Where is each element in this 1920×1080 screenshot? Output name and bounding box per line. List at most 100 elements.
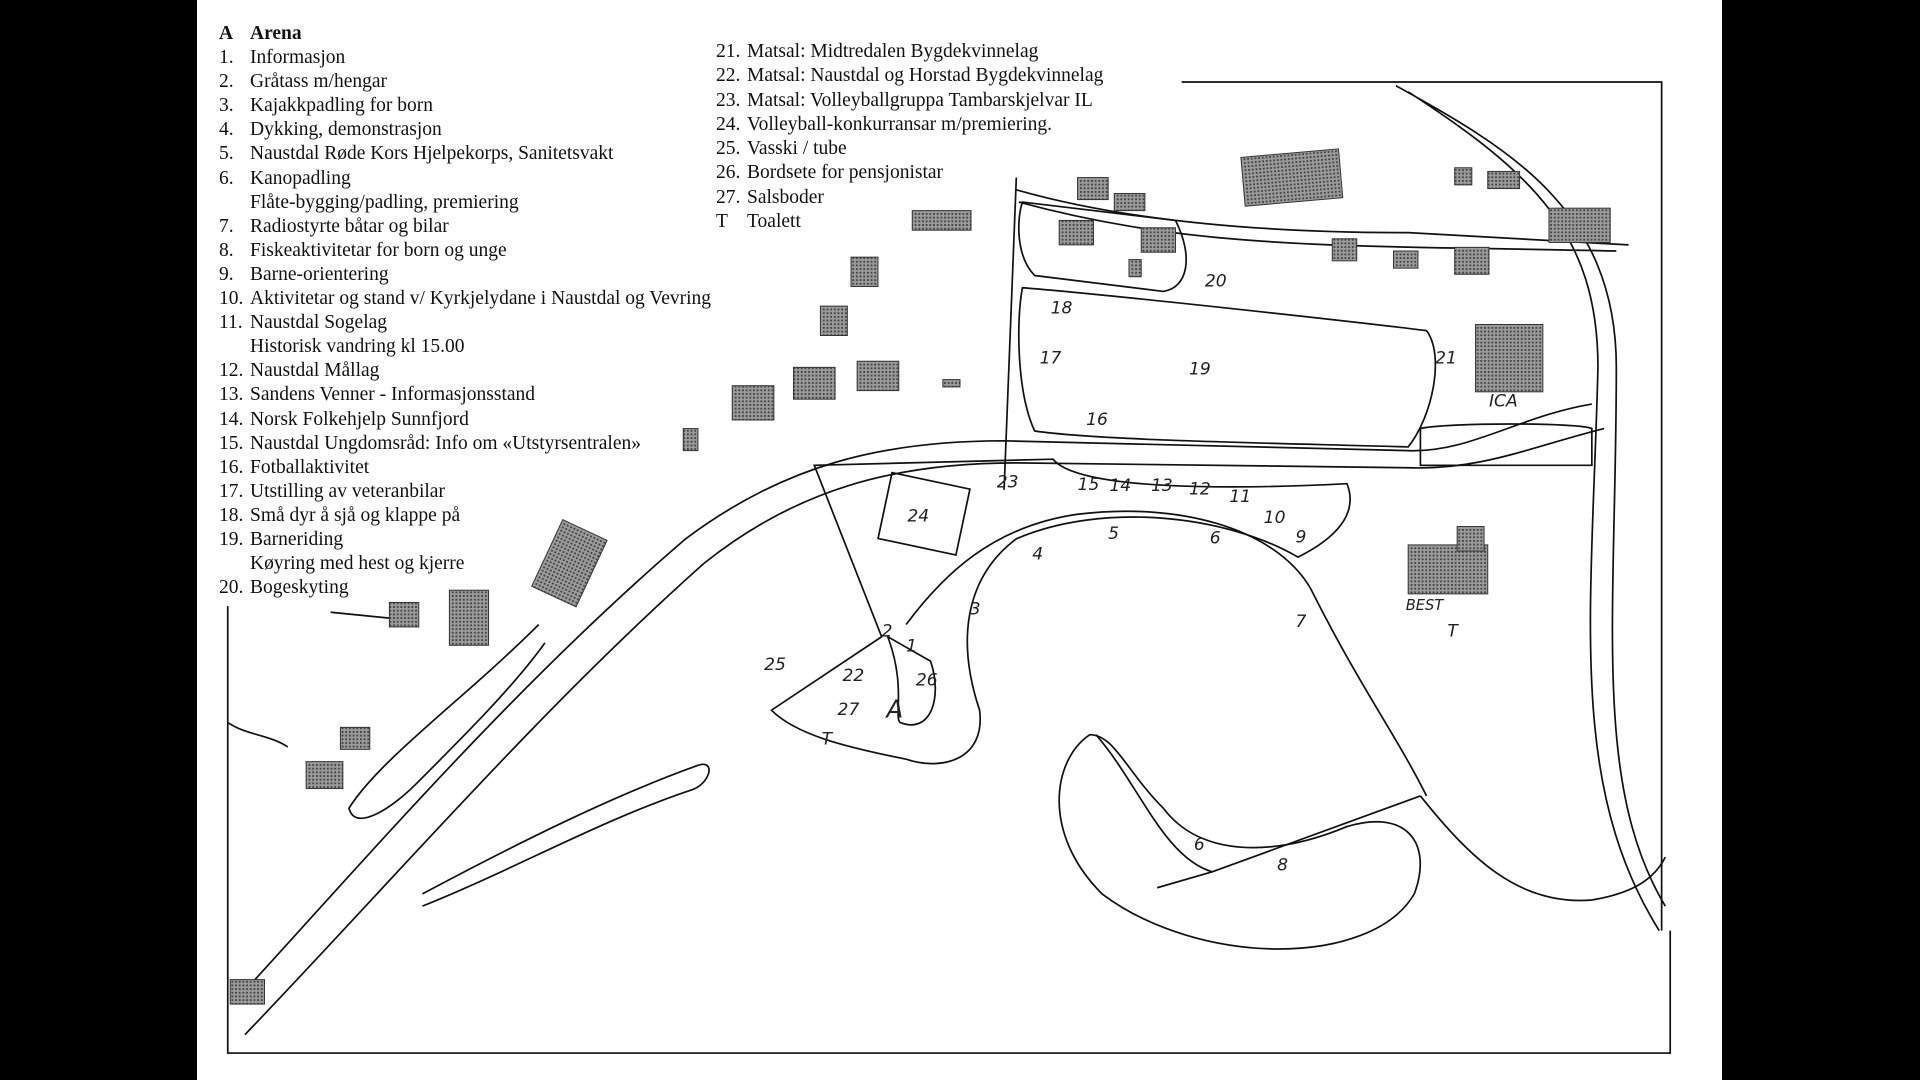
map-label-22: 22 bbox=[842, 666, 864, 686]
legend-text: Matsal: Midtredalen Bygdekvinnelag bbox=[747, 41, 1039, 62]
legend-num: 16. bbox=[219, 456, 244, 478]
legend-text: Barneriding bbox=[250, 528, 344, 550]
map-label-best: BEST bbox=[1406, 597, 1445, 614]
map-label-ica: ICA bbox=[1489, 392, 1518, 412]
legend-num: A bbox=[219, 23, 234, 44]
map-label-4: 4 bbox=[1032, 545, 1043, 565]
legend-text: Kajakkpadling for born bbox=[250, 95, 434, 117]
main-road-edge bbox=[244, 427, 1605, 1036]
map-label-20: 20 bbox=[1205, 272, 1227, 292]
west-path bbox=[348, 623, 546, 820]
legend-num: 26. bbox=[716, 162, 741, 184]
legend-num: 8. bbox=[219, 239, 234, 261]
map-label-26: 26 bbox=[916, 671, 938, 691]
legend-text: Norsk Folkehjelp Sunnfjord bbox=[250, 408, 469, 430]
map-frame bbox=[226, 81, 1672, 1054]
map-label-6: 6 bbox=[1210, 529, 1221, 549]
legend-text: Fotballaktivitet bbox=[250, 456, 370, 478]
ica-lot bbox=[1419, 423, 1593, 467]
legend-num: 21. bbox=[716, 41, 741, 62]
map-label-6-lake: 6 bbox=[1194, 835, 1205, 855]
legend-text: Naustdal Ungdomsråd: Info om «Utstyrsent… bbox=[250, 432, 642, 454]
legend-text: Utstilling av veteranbilar bbox=[250, 480, 445, 502]
legend-num: 15. bbox=[219, 432, 244, 454]
legend-text: Fiskeaktivitetar for born og unge bbox=[250, 239, 507, 261]
lake-path bbox=[1095, 734, 1421, 889]
legend-text: Køyring med hest og kjerre bbox=[250, 553, 465, 575]
map-label-19: 19 bbox=[1189, 360, 1211, 380]
legend-text: Bordsete for pensjonistar bbox=[747, 162, 944, 184]
legend-num: 24. bbox=[716, 113, 741, 135]
arena-stage bbox=[886, 634, 937, 726]
legend-num: 20. bbox=[219, 577, 244, 599]
map-label-23: 23 bbox=[997, 472, 1019, 492]
map-label-25: 25 bbox=[764, 655, 786, 675]
map-label-24: 24 bbox=[907, 507, 929, 527]
map-label-3: 3 bbox=[970, 600, 981, 620]
legend-text: Naustdal Røde Kors Hjelpekorps, Sanitets… bbox=[250, 143, 614, 165]
legend-num: 9. bbox=[219, 263, 234, 285]
map-label-27: 27 bbox=[838, 700, 860, 720]
pier bbox=[422, 763, 710, 907]
arena-shore bbox=[905, 510, 1428, 797]
main-road bbox=[232, 403, 1592, 1005]
north-road bbox=[1003, 177, 1629, 490]
map-label-17: 17 bbox=[1040, 349, 1062, 369]
legend-text: Toalett bbox=[747, 211, 801, 233]
legend-text: Salsboder bbox=[747, 186, 824, 208]
west-shore bbox=[227, 611, 392, 748]
legend-num: 2. bbox=[219, 71, 234, 93]
map-label-18: 18 bbox=[1051, 298, 1073, 318]
legend-text: Vasski / tube bbox=[747, 138, 847, 160]
legend-num: 7. bbox=[219, 215, 234, 237]
legend-text: Aktivitetar og stand v/ Kyrkjelydane i N… bbox=[250, 288, 712, 310]
legend-text: Informasjon bbox=[250, 47, 346, 69]
map-label-10: 10 bbox=[1264, 508, 1286, 528]
map-label-1: 1 bbox=[906, 636, 917, 656]
east-road bbox=[1395, 84, 1667, 932]
legend-num: 4. bbox=[219, 119, 234, 141]
legend-text: Radiostyrte båtar og bilar bbox=[250, 215, 449, 237]
map-labels: 18 17 19 16 20 21 ICA 23 24 15 14 13 12 … bbox=[764, 272, 1518, 876]
map-label-7: 7 bbox=[1296, 612, 1307, 632]
legend-text: Historisk vandring kl 15.00 bbox=[250, 336, 465, 358]
map-label-16: 16 bbox=[1086, 410, 1108, 430]
map-label-11: 11 bbox=[1229, 487, 1251, 507]
legend-text: Sandens Venner - Informasjonsstand bbox=[250, 384, 536, 406]
legend-text: Matsal: Volleyballgruppa Tambarskjelvar … bbox=[747, 89, 1093, 111]
map-label-15: 15 bbox=[1078, 475, 1100, 495]
legend-num: 17. bbox=[219, 480, 244, 502]
legend-num: T bbox=[716, 211, 728, 233]
map-label-8: 8 bbox=[1277, 856, 1288, 876]
legend-num: 13. bbox=[219, 384, 244, 406]
legend-num: 12. bbox=[219, 360, 244, 382]
legend-text: Bogeskyting bbox=[250, 577, 349, 599]
river bbox=[1419, 795, 1667, 902]
legend-num: 1. bbox=[219, 47, 234, 69]
legend-text: Barne-orientering bbox=[250, 263, 389, 285]
map-label-arena: A bbox=[885, 695, 904, 724]
legend-num: 6. bbox=[219, 167, 234, 189]
legend-text: Gråtass m/hengar bbox=[250, 71, 387, 93]
legend-text: Naustdal Sogelag bbox=[250, 312, 388, 334]
lake bbox=[1058, 733, 1422, 950]
legend-num: 11. bbox=[219, 312, 243, 334]
legend-num: 5. bbox=[219, 143, 234, 165]
legend-num: 19. bbox=[219, 528, 244, 550]
legend-text: Volleyball-konkurransar m/premiering. bbox=[747, 113, 1053, 135]
legend-num: 23. bbox=[716, 89, 741, 111]
volleyball-court bbox=[877, 471, 971, 557]
map-label-13: 13 bbox=[1151, 476, 1173, 496]
legend-num: 10. bbox=[219, 288, 244, 310]
map-label-12: 12 bbox=[1189, 480, 1211, 500]
parking-area bbox=[1017, 201, 1188, 293]
legend-text: Flåte-bygging/padling, premiering bbox=[250, 191, 519, 213]
legend-num: 27. bbox=[716, 186, 741, 208]
map-label-2: 2 bbox=[882, 622, 893, 642]
legend-num: 25. bbox=[716, 138, 741, 160]
legend-text: Små dyr å sjå og klappe på bbox=[250, 504, 461, 526]
map-label-9: 9 bbox=[1296, 527, 1307, 547]
legend-text: Kanopadling bbox=[250, 167, 351, 189]
legend-text: Matsal: Naustdal og Horstad Bygdekvinnel… bbox=[747, 65, 1104, 87]
